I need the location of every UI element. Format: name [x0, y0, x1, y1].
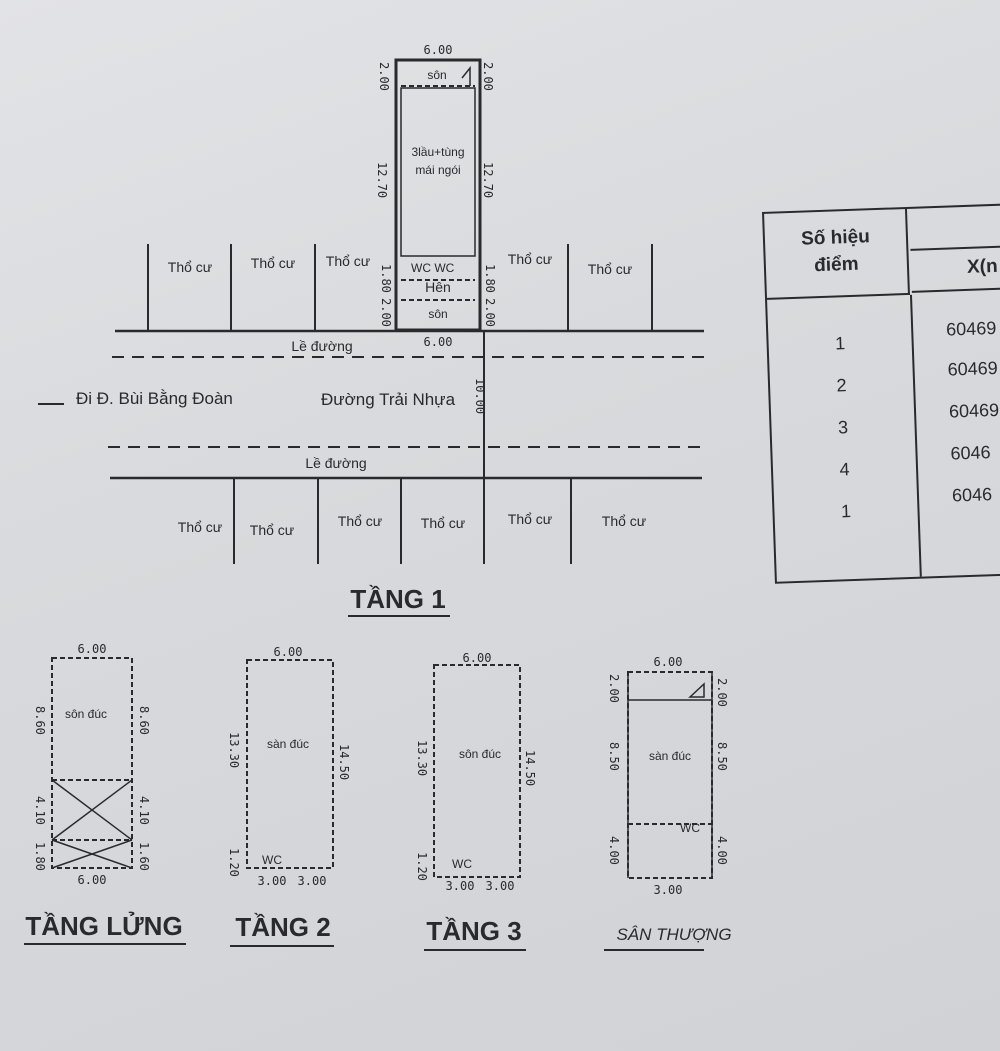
san-r3: 4.00 [715, 836, 729, 865]
x-value-4: 6046 [950, 442, 991, 464]
right-180-dim: 1.80 [483, 264, 497, 293]
x-header: X(n [910, 244, 1000, 293]
san-r2: 8.50 [715, 742, 729, 771]
direction-label: Đi Đ. Bùi Bằng Đoàn [76, 389, 233, 408]
point-id-2: 2 [836, 375, 847, 396]
right-2-dim: 2.00 [481, 62, 495, 91]
top-lot-lines [115, 244, 704, 333]
san-wc: WC [680, 821, 700, 835]
t2-b1: 3.00 [258, 874, 287, 888]
top-lot-5: Thổ cư [588, 261, 632, 277]
floor-3 [433, 664, 521, 878]
road-width-dim: 10.00 [473, 378, 487, 414]
bottom-lot-1: Thổ cư [178, 519, 222, 535]
t3-wc: WC [452, 857, 472, 871]
left-1270-dim: 12.70 [375, 162, 389, 198]
t3-left-dim: 13.30 [415, 740, 429, 776]
main-area-line1: 3lầu+tùng [411, 145, 464, 159]
bottom-lot-3: Thổ cư [338, 513, 382, 529]
road-name: Đường Trải Nhựa [321, 390, 456, 409]
floor-2 [246, 659, 334, 869]
top-lot-3: Thổ cư [326, 253, 370, 269]
lung-r1: 8.60 [137, 706, 151, 735]
right-200-dim: 2.00 [483, 298, 497, 327]
t3-b1: 3.00 [446, 879, 475, 893]
x-value-5: 6046 [951, 484, 993, 506]
left-200-dim: 2.00 [379, 298, 393, 327]
t2-top-dim: 6.00 [274, 645, 303, 659]
floor-san-thuong [627, 671, 713, 879]
x-value-1: 60469 [945, 317, 997, 340]
bottom-lot-5: Thổ cư [508, 511, 552, 527]
t3-right-dim: 14.50 [523, 750, 537, 786]
t3-lb-dim: 1.20 [415, 852, 429, 881]
san-l1: 2.00 [607, 674, 621, 703]
point-id-4: 4 [839, 459, 850, 480]
bottom-lot-4: Thổ cư [421, 515, 465, 531]
point-id-3: 3 [837, 417, 849, 438]
t3-area: sôn đúc [459, 747, 501, 761]
lung-bottom-dim: 6.00 [78, 873, 107, 887]
san-area: sàn đúc [649, 749, 691, 763]
bottom-lot-2: Thổ cư [250, 522, 294, 538]
coordinate-table: Số hiệu điểm X(n 1 60469 2 60469 3 60469… [762, 203, 1000, 584]
left-2-dim: 2.00 [377, 62, 391, 91]
t2-left-dim: 13.30 [227, 732, 241, 768]
top-son-label: sôn [427, 68, 446, 82]
san-r1: 2.00 [715, 678, 729, 707]
san-l3: 4.00 [607, 836, 621, 865]
x-value-3: 60469 [948, 399, 1000, 422]
lung-r2: 4.10 [137, 796, 151, 825]
front-width-dim: 6.00 [424, 335, 453, 349]
point-id-5: 1 [840, 501, 852, 522]
lung-r3: 1.60 [137, 842, 151, 871]
lung-l2: 4.10 [33, 796, 47, 825]
lung-l3: 1.80 [33, 842, 47, 871]
top-lot-4: Thổ cư [508, 251, 552, 267]
lung-l1: 8.60 [33, 706, 47, 735]
t2-area: sàn đúc [267, 737, 309, 751]
point-id-header: Số hiệu điểm [764, 208, 910, 300]
t2-wc: WC [262, 853, 282, 867]
x-value-2: 60469 [947, 357, 998, 380]
lung-area: sôn đúc [65, 707, 107, 721]
top-width-dim: 6.00 [424, 43, 453, 57]
san-l2: 8.50 [607, 742, 621, 771]
top-lot-2: Thổ cư [251, 255, 295, 271]
t3-b2: 3.00 [486, 879, 515, 893]
main-area-line2: mái ngói [415, 163, 460, 177]
top-lot-1: Thổ cư [168, 259, 212, 275]
wc-label-t1: WC WC [411, 261, 455, 275]
bottom-lot-lines [110, 476, 702, 564]
point-id-header-line2: điểm [813, 253, 859, 276]
san-top-dim: 6.00 [654, 655, 683, 669]
title-tang-lung: TẦNG LỬNG [25, 910, 182, 941]
t2-lb-dim: 1.20 [227, 848, 241, 877]
t3-top-dim: 6.00 [463, 651, 492, 665]
lung-top-dim: 6.00 [78, 642, 107, 656]
title-tang-3: TẦNG 3 [426, 916, 521, 946]
right-1270-dim: 12.70 [481, 162, 495, 198]
hien-label: Hên [425, 279, 451, 295]
point-id-1: 1 [834, 333, 846, 354]
san-bottom-dim: 3.00 [654, 883, 683, 897]
bottom-lot-6: Thổ cư [602, 513, 646, 529]
title-tang-1: TẦNG 1 [350, 584, 445, 614]
le-duong-bottom: Lề đường [305, 455, 366, 471]
floor-lung [51, 657, 133, 869]
title-san-thuong: SÂN THƯỢNG [616, 925, 731, 944]
son-bottom-label: sôn [428, 307, 447, 321]
t2-b2: 3.00 [298, 874, 327, 888]
left-180-dim: 1.80 [379, 264, 393, 293]
le-duong-top: Lề đường [291, 338, 352, 354]
title-tang-2: TẦNG 2 [235, 912, 330, 942]
t2-right-dim: 14.50 [337, 744, 351, 780]
